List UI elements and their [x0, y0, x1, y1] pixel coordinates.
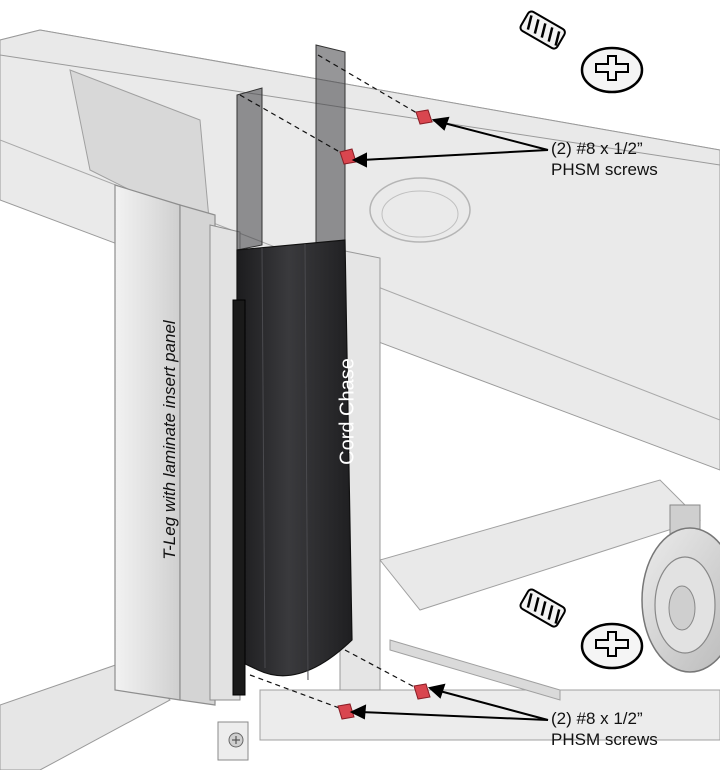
alignment-lines	[239, 54, 423, 713]
screw-magnifier-top	[505, 0, 655, 115]
phillips-head-icon	[580, 622, 644, 670]
screw-magnifier-bottom	[519, 588, 644, 670]
mount-bracket	[217, 721, 249, 761]
t-leg-label: T-Leg with laminate insert panel	[160, 320, 179, 560]
desk-top	[0, 29, 720, 471]
screw-bottom-lower	[337, 703, 355, 720]
screw-top-upper	[415, 109, 433, 125]
cord-chase	[232, 44, 353, 696]
screw-icon	[519, 588, 566, 628]
top-screws-sublabel: PHSM screws	[551, 160, 658, 179]
cord-chase-label: Cord Chase	[336, 358, 359, 465]
bottom-screws-sublabel: PHSM screws	[551, 730, 658, 749]
phillips-head-icon	[580, 46, 644, 94]
top-screws-label: (2) #8 x 1/2”	[551, 139, 643, 158]
screw-icon	[519, 10, 566, 50]
base-frame	[0, 479, 720, 771]
screw-bottom-upper	[413, 683, 431, 700]
bottom-screws-label: (2) #8 x 1/2”	[551, 709, 643, 728]
callout-arrows	[349, 116, 549, 721]
caster-wheel	[641, 504, 720, 673]
